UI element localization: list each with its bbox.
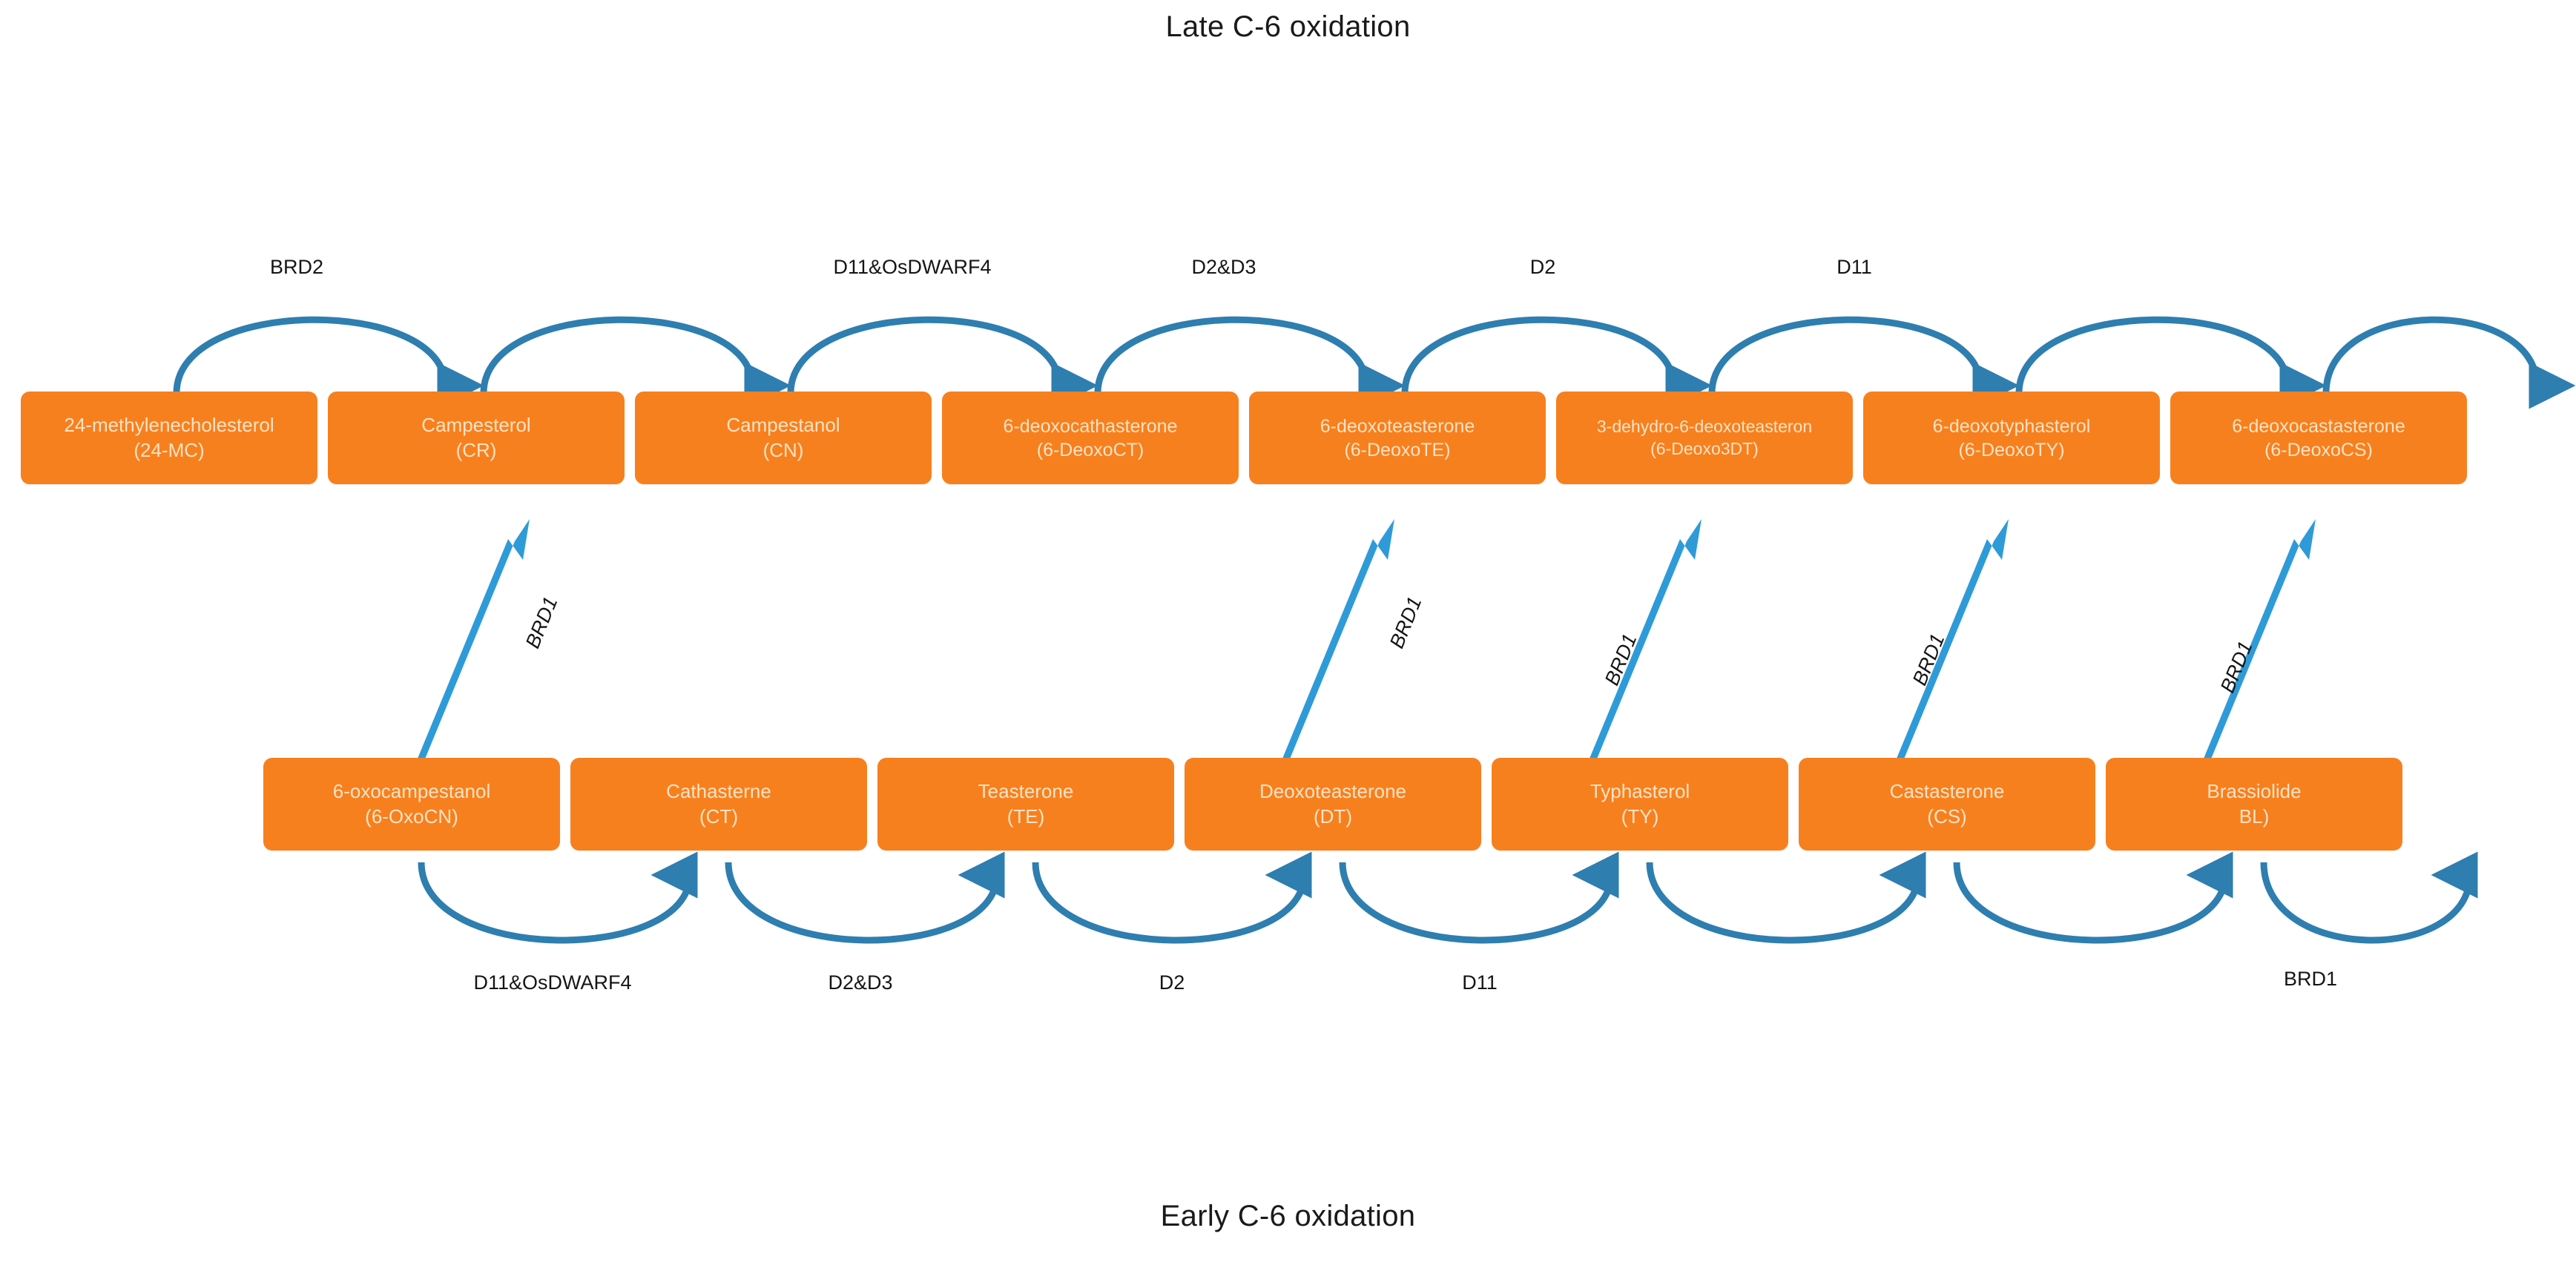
node-abbr: (TY)	[1621, 805, 1659, 828]
diagonal-brd1-label-3: BRD1	[1600, 630, 1641, 689]
node-6-deoxoteasterone[interactable]: 6-deoxoteasterone (6-DeoxoTE)	[1249, 392, 1546, 484]
node-name: Deoxoteasterone	[1259, 780, 1407, 803]
node-name: 24-methylenecholesterol	[64, 414, 274, 437]
node-name: Teasterone	[978, 780, 1074, 803]
node-cathasterne[interactable]: Cathasterne (CT)	[570, 758, 867, 851]
node-name: Brassiolide	[2207, 780, 2302, 803]
top-arc-5	[1401, 316, 1713, 409]
node-name: 6-deoxocathasterone	[1003, 415, 1178, 437]
node-6-oxocampestanol[interactable]: 6-oxocampestanol (6-OxoCN)	[263, 758, 560, 851]
node-abbr: (CR)	[455, 438, 497, 461]
node-3-dehydro-6-deoxoteasteron[interactable]: 3-dehydro-6-deoxoteasteron (6-Deoxo3DT)	[1556, 392, 1853, 484]
node-abbr: (CS)	[1927, 805, 1967, 828]
top-arc-8	[2322, 316, 2576, 409]
bottom-arc-5	[1646, 851, 1926, 944]
bottom-pathway-title: Early C-6 oxidation	[1160, 1200, 1416, 1232]
node-name: 3-dehydro-6-deoxoteasteron	[1596, 417, 1813, 437]
bottom-arc-6	[1953, 851, 2233, 944]
node-abbr: (6-DeoxoCS)	[2264, 439, 2373, 460]
node-castasterone[interactable]: Castasterone (CS)	[1799, 758, 2095, 851]
bottom-arc-4	[1339, 851, 1619, 944]
bottom-enzyme-label-2: D2&D3	[828, 971, 893, 994]
node-abbr: (6-DeoxoTE)	[1344, 439, 1451, 460]
node-abbr: (CN)	[762, 438, 804, 461]
node-name: Cathasterne	[666, 780, 771, 803]
node-abbr: (6-DeoxoTY)	[1958, 439, 2065, 460]
top-arc-3	[787, 316, 1098, 409]
node-brassiolide[interactable]: Brassiolide BL)	[2106, 758, 2402, 851]
node-campestanol[interactable]: Campestanol (CN)	[635, 392, 932, 484]
top-pathway-title: Late C-6 oxidation	[1165, 10, 1411, 43]
top-enzyme-label-5: D2	[1529, 256, 1556, 278]
node-abbr: (CT)	[699, 805, 738, 828]
node-deoxoteasterone[interactable]: Deoxoteasterone (DT)	[1185, 758, 1481, 851]
node-name: Castasterone	[1889, 780, 2005, 803]
node-abbr: (24-MC)	[134, 438, 205, 461]
node-name: 6-deoxotyphasterol	[1932, 415, 2091, 437]
top-enzyme-label-1: BRD2	[269, 256, 324, 278]
node-name: 6-deoxoteasterone	[1320, 415, 1475, 437]
bottom-arc-7	[2260, 851, 2478, 944]
top-arc-2	[480, 316, 791, 409]
node-name: 6-deoxocastasterone	[2232, 415, 2405, 437]
top-enzyme-label-4: D2&D3	[1191, 256, 1256, 278]
node-abbr: (6-OxoCN)	[365, 805, 458, 828]
bottom-arc-3	[1032, 851, 1312, 944]
diagonal-brd1-label-1: BRD1	[521, 593, 562, 652]
top-arc-4	[1094, 316, 1406, 409]
node-abbr: (6-Deoxo3DT)	[1650, 438, 1759, 458]
node-name: Campesterol	[421, 414, 531, 437]
bottom-enzyme-label-6: BRD1	[2283, 968, 2338, 990]
node-typhasterol[interactable]: Typhasterol (TY)	[1492, 758, 1788, 851]
bottom-enzyme-label-3: D2	[1159, 971, 1185, 994]
node-6-deoxocastasterone[interactable]: 6-deoxocastasterone (6-DeoxoCS)	[2170, 392, 2467, 484]
node-name: Campestanol	[726, 414, 840, 437]
diagonal-brd1-label-2: BRD1	[1385, 593, 1426, 652]
node-24-methylenecholesterol[interactable]: 24-methylenecholesterol (24-MC)	[21, 392, 317, 484]
node-teasterone[interactable]: Teasterone (TE)	[877, 758, 1174, 851]
node-campesterol[interactable]: Campesterol (CR)	[328, 392, 625, 484]
top-arc-7	[2015, 316, 2327, 409]
node-abbr: (DT)	[1314, 805, 1352, 828]
diagonal-brd1-label-5: BRD1	[2216, 638, 2257, 696]
bottom-enzyme-label-1: D11&OsDWARF4	[473, 971, 632, 994]
bottom-enzyme-label-4: D11	[1462, 971, 1498, 994]
node-6-deoxocathasterone[interactable]: 6-deoxocathasterone (6-DeoxoCT)	[942, 392, 1239, 484]
node-name: 6-oxocampestanol	[332, 780, 491, 803]
top-enzyme-label-6: D11	[1837, 256, 1872, 278]
diagonal-brd1-label-4: BRD1	[1908, 630, 1949, 689]
node-abbr: (6-DeoxoCT)	[1036, 439, 1144, 460]
node-abbr: BL)	[2239, 805, 2270, 828]
bottom-arc-1	[418, 851, 698, 944]
node-abbr: (TE)	[1007, 805, 1045, 828]
top-arc-6	[1708, 316, 2020, 409]
top-arc-1	[173, 316, 484, 409]
top-enzyme-label-3: D11&OsDWARF4	[833, 256, 992, 278]
bottom-arc-2	[725, 851, 1005, 944]
node-name: Typhasterol	[1590, 780, 1690, 803]
node-6-deoxotyphasterol[interactable]: 6-deoxotyphasterol (6-DeoxoTY)	[1863, 392, 2160, 484]
